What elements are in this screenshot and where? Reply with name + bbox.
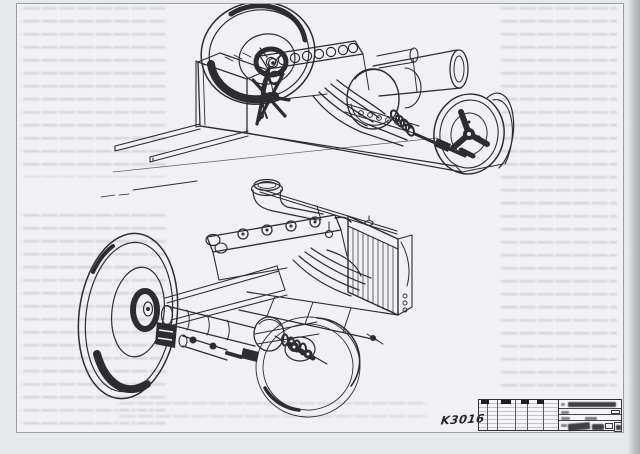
title-row xyxy=(559,400,621,409)
title-block-fields xyxy=(559,400,622,432)
table-header-cell xyxy=(501,400,511,404)
signature-row xyxy=(559,421,622,432)
table-header-cell xyxy=(481,400,489,404)
ghost-text-column-left-top xyxy=(21,7,167,177)
table-header-cell xyxy=(521,400,529,404)
ghost-text-column-left-bottom xyxy=(21,214,167,426)
title-block xyxy=(478,399,622,432)
field-row xyxy=(559,415,621,421)
ghost-text-bottom-strip xyxy=(117,402,427,428)
chassis-drawing-top xyxy=(112,4,515,175)
revision-table xyxy=(479,400,559,430)
plate-number-annotation: K3016 xyxy=(440,411,486,428)
field-row xyxy=(559,409,621,415)
page-edge-shadow xyxy=(628,0,640,454)
technical-drawings xyxy=(77,4,515,418)
illustration-plate: K3016 xyxy=(16,3,624,433)
chassis-drawing-bottom xyxy=(77,178,413,418)
drawing-title-handwriting xyxy=(568,401,616,407)
ghost-text-column-right xyxy=(499,7,617,392)
signature-handwriting xyxy=(567,421,591,431)
table-header-cell xyxy=(537,400,544,404)
